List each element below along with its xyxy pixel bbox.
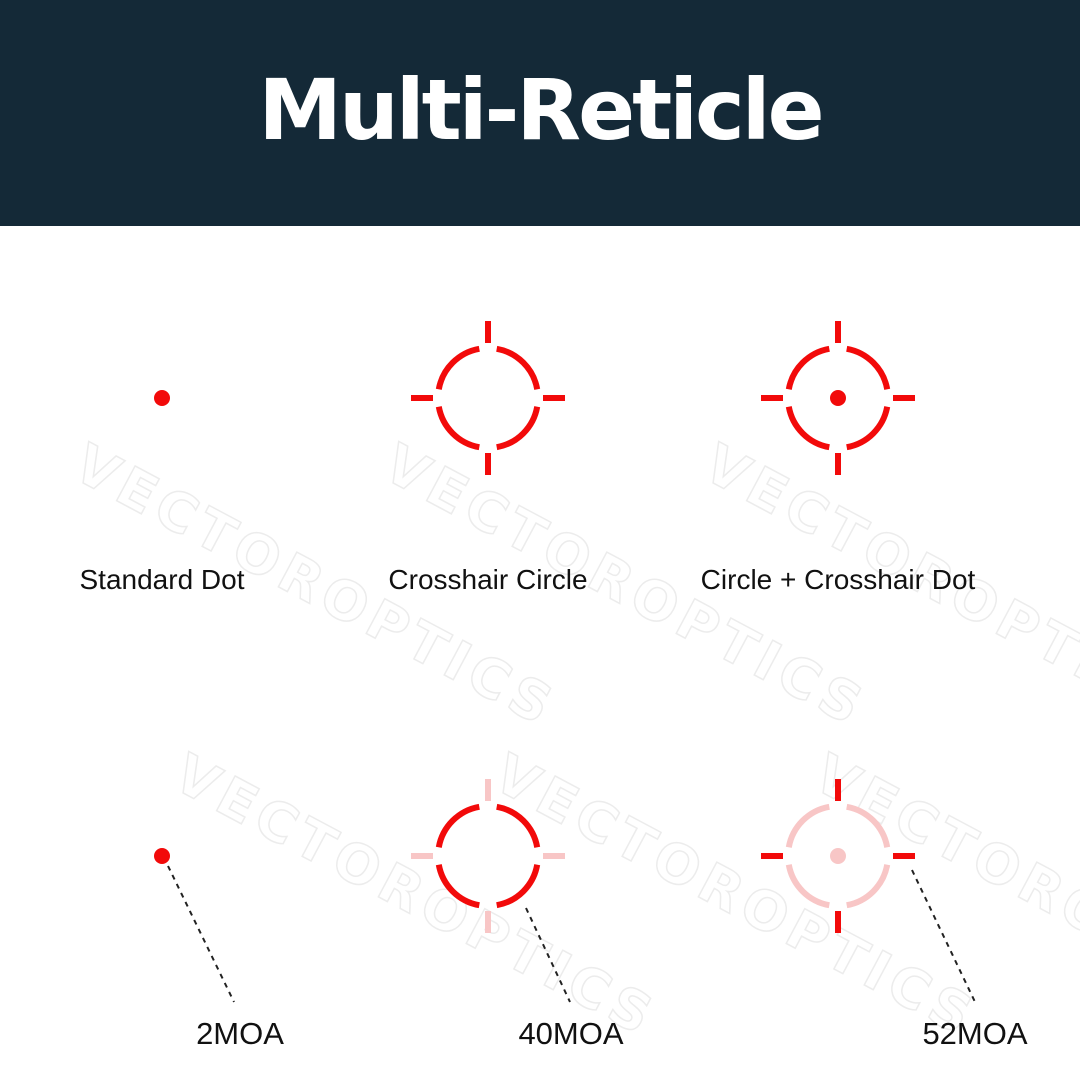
leader-line <box>525 907 571 1003</box>
leader-line <box>167 865 235 1003</box>
reticle-label-crosshair-circle: Crosshair Circle <box>388 564 588 595</box>
header-banner: Multi-Reticle <box>0 0 1080 226</box>
leader-line <box>911 869 976 1003</box>
circle-crosshair-dot-reticle-icon <box>761 321 915 475</box>
dot-size-reticle-icon <box>154 848 170 864</box>
crosshair-circle-reticle-icon <box>411 321 565 475</box>
dot-reticle-icon <box>154 390 170 406</box>
size-label-2moa: 2MOA <box>196 1016 284 1051</box>
size-label-40moa: 40MOA <box>518 1016 624 1051</box>
crosshair-size-reticle-icon <box>761 779 915 933</box>
reticle-label-standard-dot: Standard Dot <box>79 564 245 595</box>
size-label-52moa: 52MOA <box>922 1016 1028 1051</box>
reticle-label-circle-crosshair-dot: Circle + Crosshair Dot <box>700 564 976 595</box>
circle-size-reticle-icon <box>411 779 565 933</box>
page-title: Multi-Reticle <box>258 61 824 159</box>
